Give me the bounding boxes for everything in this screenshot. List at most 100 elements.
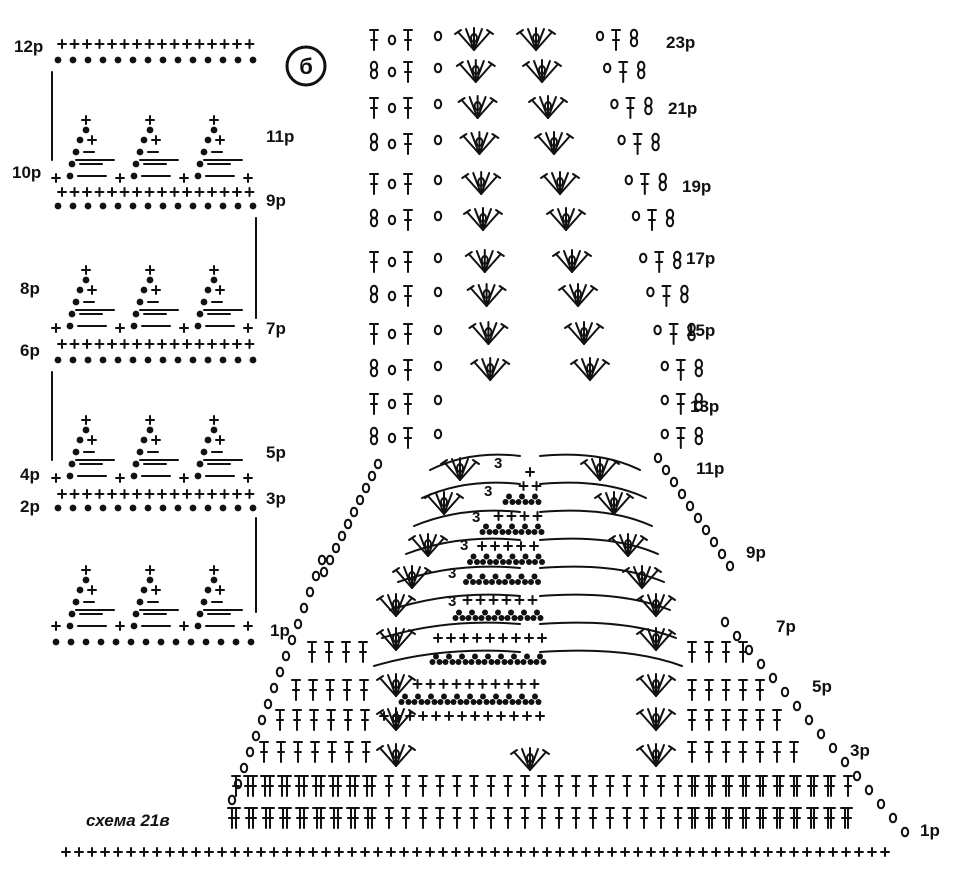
double-crochet bbox=[275, 709, 285, 731]
chain-stitch bbox=[249, 356, 257, 364]
chain-stitch bbox=[387, 256, 397, 268]
single-crochet bbox=[531, 481, 542, 491]
double-crochet bbox=[248, 807, 258, 829]
fan-stitch bbox=[594, 491, 634, 515]
row-labels-left: 12р 10р 8р 6р 4р 2р bbox=[12, 37, 43, 516]
double-crochet bbox=[452, 807, 462, 829]
chain-stitch bbox=[433, 360, 443, 372]
chain-stitch bbox=[433, 30, 443, 42]
single-crochet bbox=[477, 679, 488, 689]
single-crochet bbox=[724, 847, 734, 857]
chain-stitch bbox=[172, 638, 180, 646]
cluster-stitch bbox=[517, 609, 531, 621]
chain-stitch bbox=[287, 634, 297, 646]
cluster-stitch bbox=[467, 553, 480, 565]
chain-stitch bbox=[54, 202, 62, 210]
chain-stitch bbox=[202, 638, 210, 646]
chain-stitch bbox=[239, 762, 249, 774]
chain-stitch bbox=[387, 102, 397, 114]
chain-stitch bbox=[387, 290, 397, 302]
single-crochet bbox=[425, 847, 435, 857]
chain-stitch bbox=[245, 746, 255, 758]
single-crochet bbox=[152, 847, 162, 857]
cluster-stitch bbox=[494, 653, 508, 665]
single-crochet bbox=[529, 679, 540, 689]
triangle-motif bbox=[195, 566, 234, 629]
cluster-stitch bbox=[519, 553, 532, 565]
chain-stitch bbox=[69, 56, 77, 64]
single-crochet bbox=[207, 187, 217, 197]
single-crochet bbox=[347, 847, 357, 857]
chain-stitch bbox=[99, 202, 107, 210]
chain-stitch bbox=[144, 356, 152, 364]
single-crochet bbox=[132, 489, 142, 499]
single-crochet bbox=[425, 679, 436, 689]
diagram-b-stitches bbox=[51, 39, 257, 646]
double-crochet bbox=[687, 641, 697, 663]
cluster-stitch bbox=[437, 693, 451, 705]
cluster-stitch bbox=[528, 493, 542, 505]
chain-stitch bbox=[373, 458, 383, 470]
single-crochet bbox=[82, 339, 92, 349]
chain-stitch bbox=[387, 66, 397, 78]
single-crochet bbox=[243, 473, 253, 483]
double-crochet bbox=[361, 741, 371, 763]
cluster-stitch bbox=[463, 693, 477, 705]
chain-stitch bbox=[159, 56, 167, 64]
single-crochet bbox=[82, 187, 92, 197]
single-crochet bbox=[607, 847, 617, 857]
cluster-stitch bbox=[515, 573, 528, 585]
double-crochet bbox=[503, 775, 513, 797]
single-crochet bbox=[207, 39, 217, 49]
single-crochet bbox=[157, 187, 167, 197]
single-crochet bbox=[57, 39, 67, 49]
single-crochet bbox=[412, 679, 423, 689]
single-crochet bbox=[490, 541, 500, 551]
single-crochet bbox=[542, 847, 552, 857]
cluster-stitch bbox=[531, 523, 545, 535]
double-crochet bbox=[843, 775, 853, 797]
single-crochet bbox=[438, 847, 448, 857]
chain-stitch bbox=[816, 728, 826, 740]
chain-stitch bbox=[114, 56, 122, 64]
single-crochet bbox=[433, 633, 443, 643]
chain-stitch bbox=[852, 770, 862, 782]
chain-stitch bbox=[610, 98, 619, 110]
single-crochet bbox=[82, 489, 92, 499]
single-crochet bbox=[179, 323, 189, 333]
cluster-stitch bbox=[455, 653, 469, 665]
single-crochet bbox=[61, 847, 71, 857]
chain-stitch bbox=[888, 812, 898, 824]
single-crochet bbox=[444, 711, 454, 721]
single-crochet bbox=[139, 847, 149, 857]
schema-caption: схема 21в bbox=[86, 811, 170, 830]
cluster-stitch bbox=[489, 573, 502, 585]
chain-stitch bbox=[387, 138, 397, 150]
single-crochet bbox=[457, 711, 467, 721]
chain-stitch bbox=[84, 202, 92, 210]
single-crochet bbox=[535, 711, 545, 721]
single-crochet bbox=[496, 711, 506, 721]
single-crochet bbox=[243, 173, 253, 183]
triangle-motif bbox=[195, 116, 234, 179]
cluster-stitch bbox=[518, 523, 532, 535]
chain-stitch bbox=[660, 360, 669, 372]
single-crochet bbox=[750, 847, 760, 857]
double-crochet bbox=[588, 775, 598, 797]
single-crochet bbox=[182, 39, 192, 49]
chain-stitch bbox=[129, 56, 137, 64]
double-crochet bbox=[326, 709, 336, 731]
chain-stitch bbox=[299, 602, 309, 614]
fan-stitch bbox=[622, 565, 662, 589]
chain-stitch bbox=[709, 536, 719, 548]
chain-stitch bbox=[653, 324, 662, 336]
cluster-stitch bbox=[502, 493, 516, 505]
double-crochet bbox=[248, 775, 258, 797]
cluster-stitch bbox=[528, 573, 541, 585]
double-crochet bbox=[292, 709, 302, 731]
single-crochet bbox=[51, 621, 61, 631]
single-crochet bbox=[711, 847, 721, 857]
single-crochet bbox=[244, 187, 255, 197]
single-crochet bbox=[132, 39, 142, 49]
single-crochet bbox=[462, 595, 473, 605]
